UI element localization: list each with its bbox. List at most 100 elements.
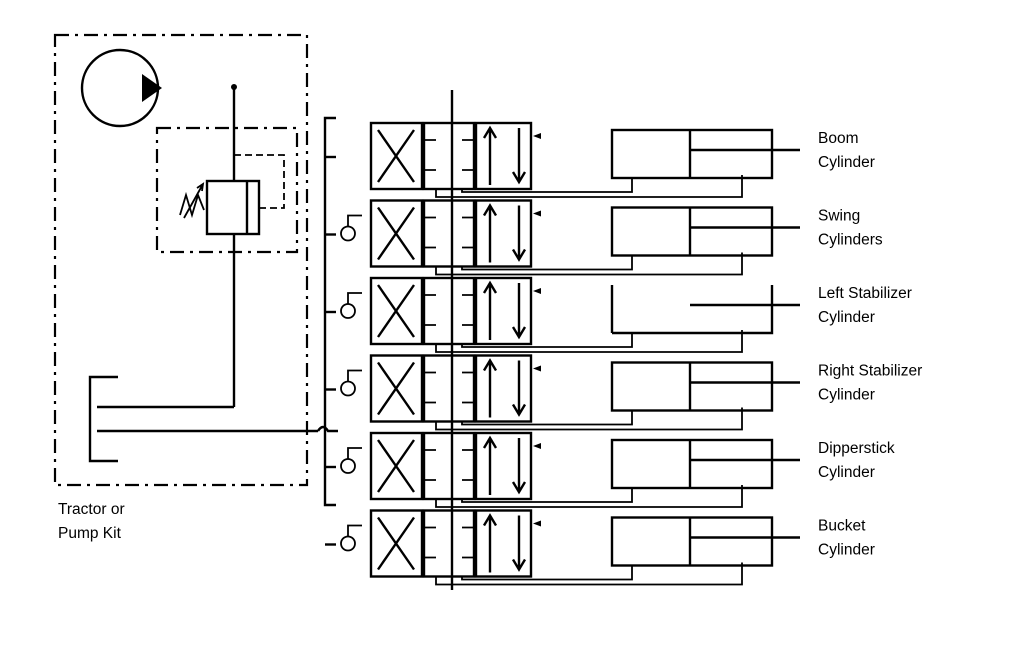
valve-section-3 [325, 276, 743, 353]
parallel-envelope [474, 431, 533, 501]
blocked-port-marks [424, 371, 474, 404]
valve-section-5 [325, 431, 743, 508]
actuator-label-line2: Cylinder [818, 154, 875, 171]
actuator-label-line1: Right Stabilizer [818, 363, 922, 380]
work-port-a-line [435, 252, 743, 276]
lever-circle [340, 380, 356, 397]
work-port-b-line [461, 178, 633, 193]
cylinder-barrel [610, 128, 774, 180]
lever-circle [340, 535, 356, 552]
parallel-envelope [474, 199, 533, 268]
relief-valve-boundary [155, 126, 299, 254]
cross-arrows [377, 361, 415, 416]
blocked-port-marks [424, 139, 474, 171]
parallel-arrows [482, 358, 527, 418]
center-envelope [422, 509, 476, 578]
work-port-a-line [435, 330, 743, 353]
actuator-label-line2: Cylinder [818, 542, 875, 559]
tractor-label-line2: Pump Kit [58, 525, 122, 542]
work-port-a-line [435, 407, 743, 431]
pump-kit-group: Tractor or Pump Kit [53, 33, 338, 542]
cross-arrows [377, 439, 415, 493]
spring-marker [533, 210, 541, 217]
center-envelope [422, 354, 476, 423]
work-port-a-line [435, 562, 743, 586]
cross-envelope [369, 431, 424, 501]
valve-section-6 [325, 509, 743, 586]
cross-arrows [377, 129, 415, 183]
relief-adjustable-spring [179, 191, 205, 219]
relief-valve-body [205, 179, 261, 236]
parallel-arrows [482, 125, 527, 185]
lever-circle [340, 303, 356, 319]
actuator-label-line2: Cylinder [818, 464, 875, 481]
actuator-label-line2: Cylinder [818, 309, 875, 326]
return-line-hop [316, 425, 338, 433]
work-port-b-line [461, 565, 633, 581]
relief-pilot-line [234, 154, 285, 209]
center-envelope [422, 431, 476, 501]
blocked-port-marks [424, 294, 474, 326]
parallel-envelope [474, 509, 533, 578]
work-port-b-line [461, 255, 633, 271]
actuator-label-line2: Cylinder [818, 387, 875, 404]
valve-section-1 [325, 121, 743, 198]
parallel-arrows [482, 435, 527, 495]
parallel-envelope [474, 354, 533, 423]
parallel-arrows [482, 280, 527, 340]
actuator-label-line1: Boom [818, 130, 859, 147]
blocked-port-marks [424, 449, 474, 481]
cylinder-barrel [610, 438, 774, 490]
spring-marker [533, 520, 541, 527]
lever-link [347, 292, 362, 304]
work-port-b-line [461, 488, 633, 503]
spring-marker [533, 443, 541, 449]
lever-circle [340, 458, 356, 474]
work-port-b-line [461, 333, 633, 348]
actuator-label-line1: Swing [818, 208, 860, 225]
lever-link [347, 524, 362, 537]
valve-section-4 [325, 354, 743, 431]
parallel-arrows [482, 513, 527, 573]
blocked-port-marks [424, 216, 474, 249]
lever-link [347, 447, 362, 459]
parallel-envelope [474, 276, 533, 346]
pump-direction-triangle [142, 74, 162, 102]
center-envelope [422, 199, 476, 268]
cross-envelope [369, 276, 424, 346]
cylinder-barrel [610, 361, 774, 412]
spring-marker [533, 365, 541, 372]
cylinder-barrel [610, 516, 774, 567]
cylinder-barrel [610, 206, 774, 257]
spring-marker [533, 133, 541, 139]
pump-kit-boundary [53, 33, 309, 487]
cross-arrows [377, 516, 415, 571]
cross-envelope [369, 509, 424, 578]
spring-marker [533, 288, 541, 294]
tractor-label-line1: Tractor or [58, 501, 125, 518]
actuator-label-line1: Bucket [818, 518, 866, 535]
lever-link [347, 214, 362, 227]
tank-reservoir [88, 375, 118, 463]
cylinder-barrel [610, 285, 774, 335]
center-envelope [422, 276, 476, 346]
work-port-a-line [435, 485, 743, 508]
work-port-a-line [435, 175, 743, 198]
cross-arrows [377, 206, 415, 261]
work-port-b-line [461, 410, 633, 426]
lever-link [347, 369, 362, 382]
parallel-arrows [482, 203, 527, 263]
actuator-label-line1: Left Stabilizer [818, 285, 912, 302]
parallel-envelope [474, 121, 533, 191]
relief-adjust-arrow [183, 182, 205, 219]
valve-bank [323, 90, 743, 590]
actuator-label-line1: Dipperstick [818, 440, 895, 457]
lever-circle [340, 225, 356, 242]
